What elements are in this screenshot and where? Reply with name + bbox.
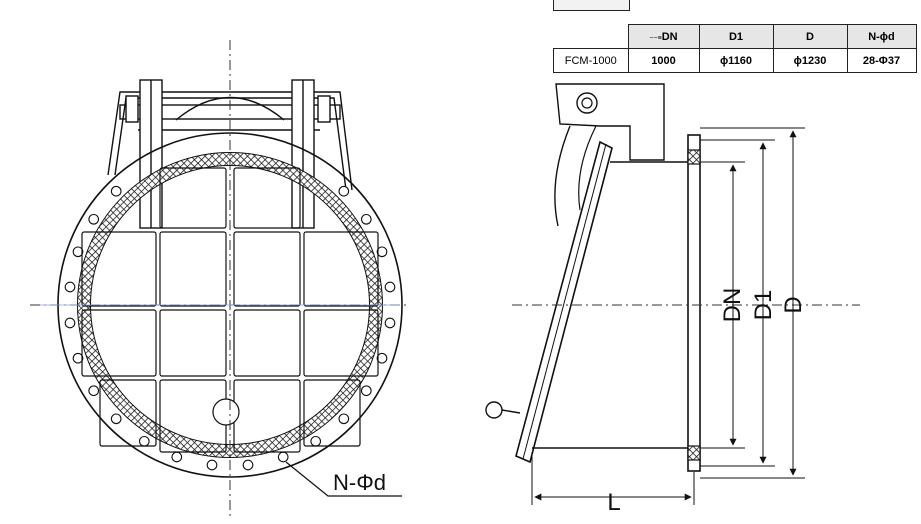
flange-bottom-seal — [687, 445, 701, 461]
body-flange — [687, 134, 701, 472]
bolt-hole — [88, 213, 100, 225]
inclined-flap-inner — [522, 143, 607, 460]
side-handle-stem — [501, 409, 521, 414]
bolt-hole — [376, 352, 388, 364]
bolt-holes — [64, 185, 396, 471]
bolt-hole — [64, 317, 76, 329]
bolt-hole — [277, 451, 289, 463]
bolt-hole — [310, 435, 322, 447]
bolt-hole — [360, 385, 372, 397]
front-view: N-Φd — [30, 40, 410, 520]
hole-callout-leader — [285, 461, 402, 497]
dim-label-d1: D1 — [750, 290, 777, 321]
center-handle-hole — [212, 398, 240, 426]
bolt-hole — [64, 281, 76, 293]
panel-grid — [81, 167, 379, 453]
table-tab-stub — [553, 0, 630, 11]
dimensions — [531, 127, 805, 505]
side-hinge-arm-inner — [578, 125, 597, 211]
dimension-labels: DN D1 D L — [607, 288, 807, 516]
cell-d1: ϕ1160 — [698, 48, 774, 73]
bolt-hole — [72, 352, 84, 364]
bolt-hole — [72, 246, 84, 258]
dim-label-dn: DN — [719, 288, 746, 323]
bolt-hole — [338, 185, 350, 197]
header-d: D — [772, 24, 848, 49]
header-n-d: N-ϕd — [846, 24, 917, 49]
bolt-hole — [110, 413, 122, 425]
side-bracket-nut-outer — [576, 92, 598, 114]
bolt-hole — [384, 281, 396, 293]
bolt-hole — [138, 435, 150, 447]
bolt-hole — [360, 213, 372, 225]
side-hinge-arm — [554, 125, 571, 227]
top-mount-frame — [107, 79, 353, 229]
cell-model: FCM-1000 — [553, 48, 629, 73]
cell-d: ϕ1230 — [772, 48, 848, 73]
dim-label-d: D — [780, 296, 807, 313]
bolt-hole — [110, 185, 122, 197]
bolt-hole — [242, 459, 254, 471]
side-view — [485, 83, 860, 472]
header-d1: D1 — [698, 24, 774, 49]
bolt-hole — [338, 413, 350, 425]
hole-callout-label: N-Φd — [333, 470, 386, 495]
cell-n-d: 28-Φ37 — [846, 48, 917, 73]
flange-top-seal — [687, 149, 701, 165]
bolt-hole — [171, 451, 183, 463]
side-bracket-nut-inner — [581, 97, 593, 109]
spec-table: −−≡DN D1 D N-ϕd FCM-1000 1000 ϕ1160 ϕ123… — [553, 24, 917, 73]
dim-label-l: L — [607, 489, 620, 516]
side-handle-ring — [485, 401, 503, 419]
cell-dn: 1000 — [627, 48, 700, 73]
bolt-hole — [376, 246, 388, 258]
spec-data-row: FCM-1000 1000 ϕ1160 ϕ1230 28-Φ37 — [553, 48, 917, 73]
bolt-hole — [206, 459, 218, 471]
bolt-hole — [384, 317, 396, 329]
bolt-hole — [88, 385, 100, 397]
